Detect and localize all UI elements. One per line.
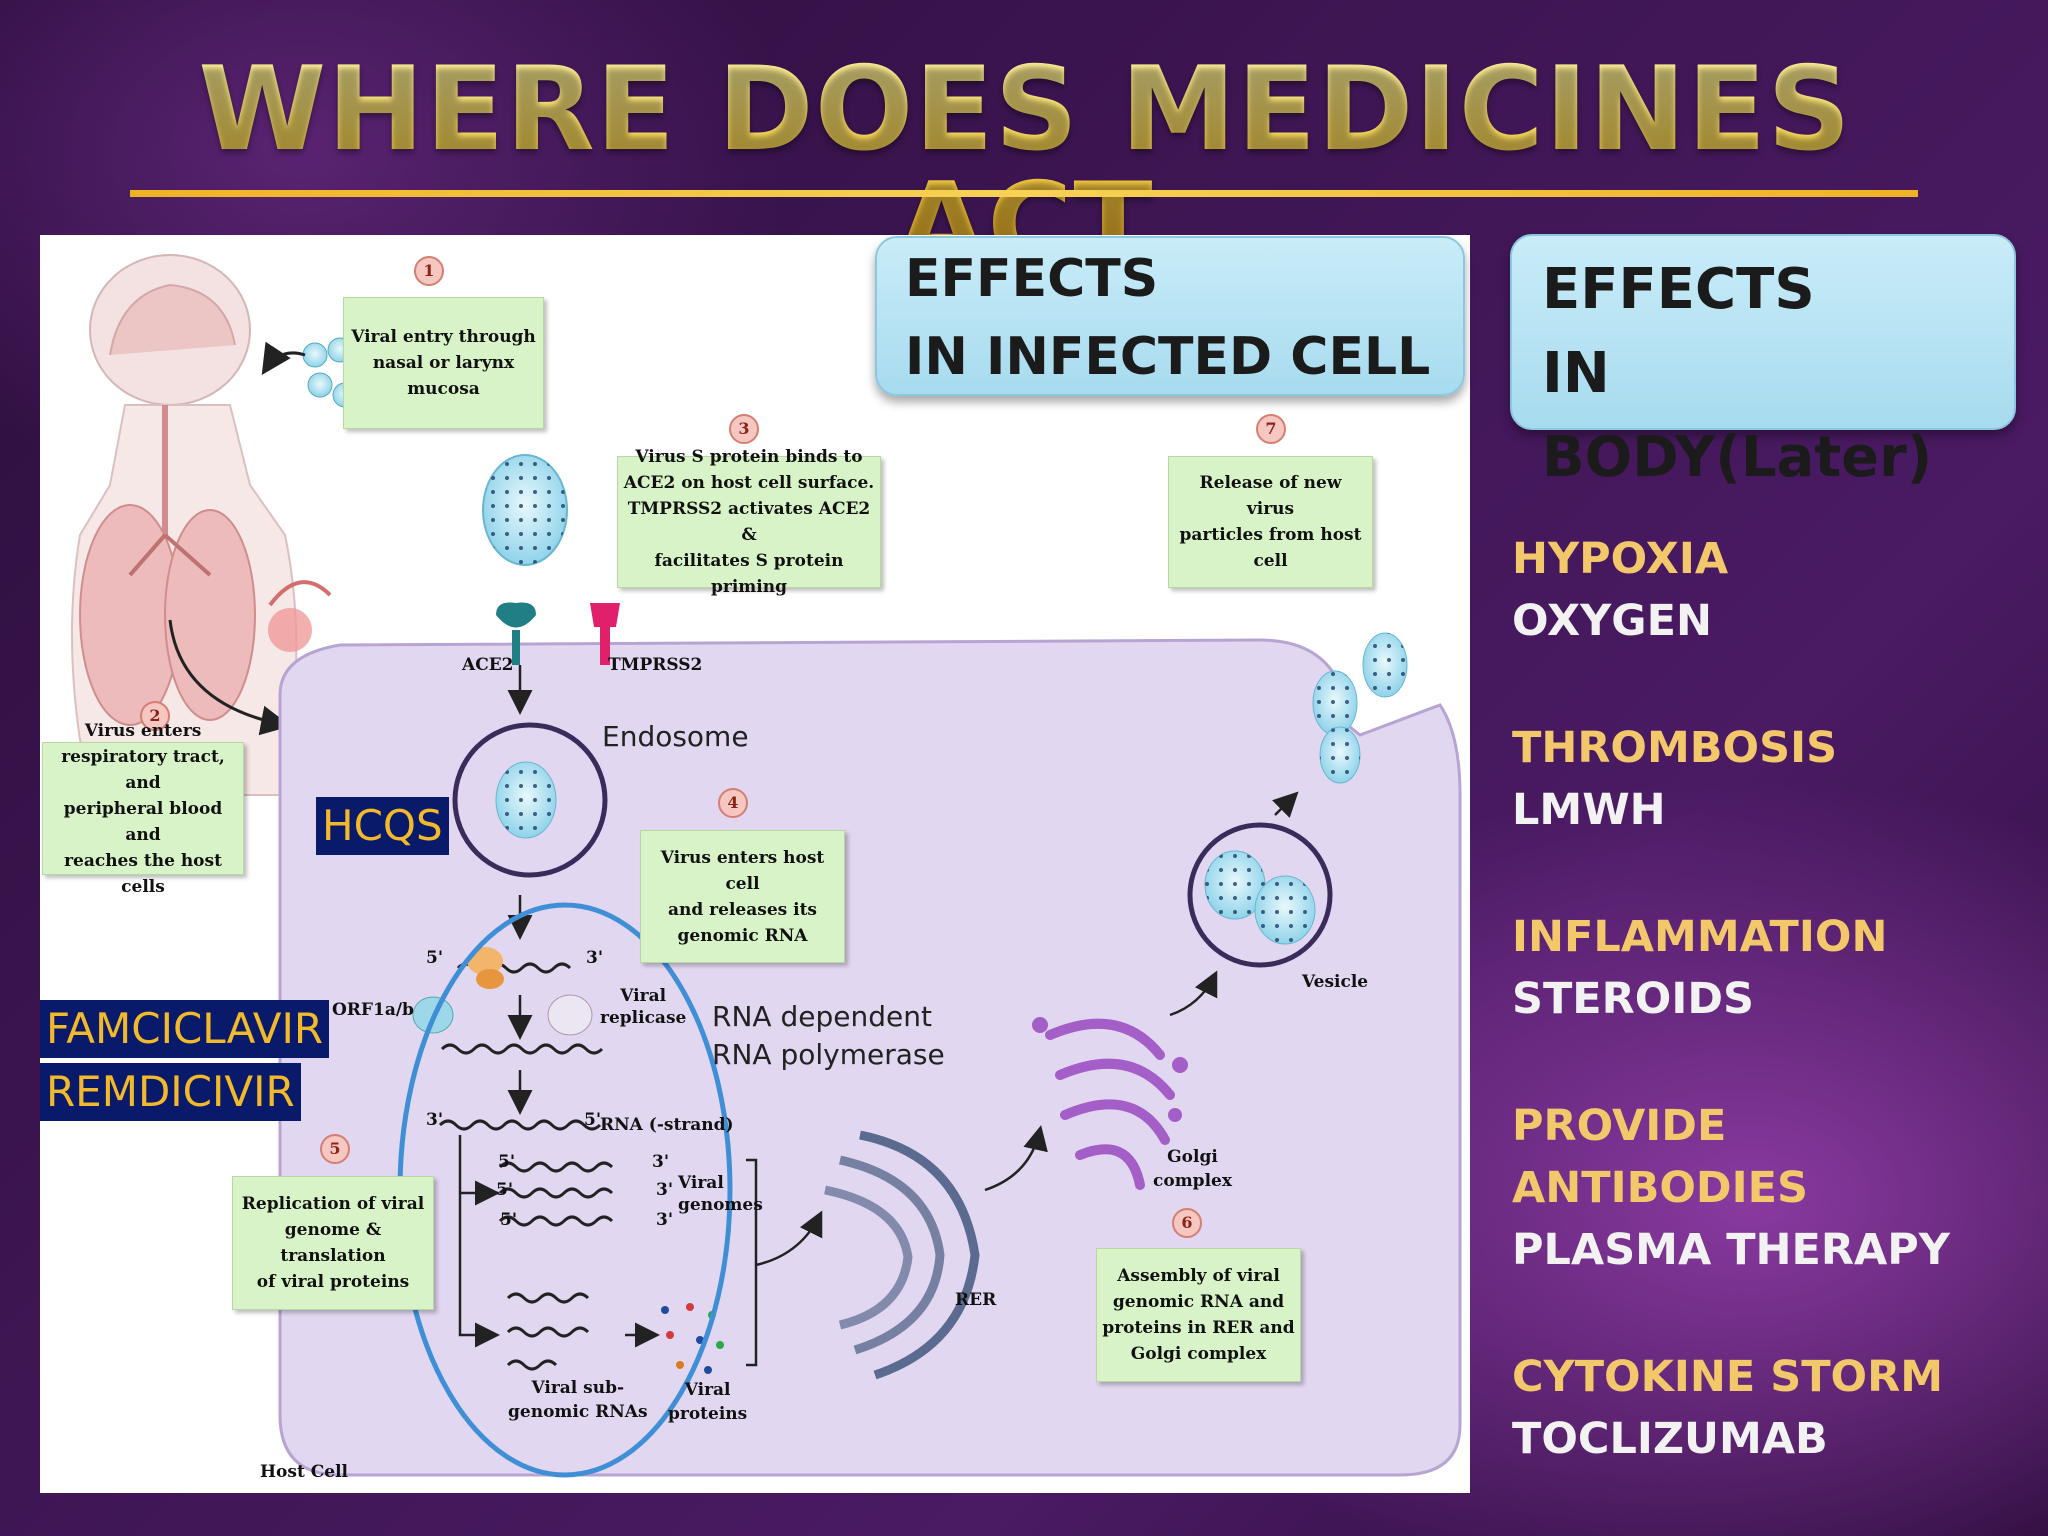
rna-strands xyxy=(438,962,614,1371)
tmprss2-receptor xyxy=(590,603,620,665)
rer-organelle xyxy=(824,1130,980,1380)
effect-condition: HYPOXIA xyxy=(1512,534,1729,584)
step-number-1: 1 xyxy=(414,256,444,286)
effect-condition: THROMBOSIS xyxy=(1512,723,1838,773)
three-prime-label: 3' xyxy=(586,948,604,968)
rer-label: RER xyxy=(955,1290,997,1310)
drug-label-remdicivir: REMDICIVIR xyxy=(40,1063,301,1121)
effect-item-inflammation: INFLAMMATION STEROIDS xyxy=(1512,906,2032,1030)
callout-line-1: EFFECTS xyxy=(905,249,1159,309)
effect-treatment: PLASMA THERAPY xyxy=(1512,1225,1950,1275)
effect-item-cytokine-storm: CYTOKINE STORM TOCLIZUMAB xyxy=(1512,1346,2032,1470)
golgi-complex xyxy=(1032,1017,1188,1190)
three-prime-genome-2: 3' xyxy=(656,1180,674,1200)
five-prime-genome-1: 5' xyxy=(498,1152,516,1172)
human-respiratory-figure xyxy=(71,254,332,796)
step-number-5: 5 xyxy=(320,1134,350,1164)
three-prime-genome-1: 3' xyxy=(652,1152,670,1172)
five-prime-label: 5' xyxy=(426,948,444,968)
vesicle-label: Vesicle xyxy=(1302,972,1369,992)
tmprss2-label: TMPRSS2 xyxy=(608,655,703,675)
effect-item-antibodies: PROVIDE ANTIBODIES PLASMA THERAPY xyxy=(1512,1095,2032,1281)
three-prime-genome-3: 3' xyxy=(656,1210,674,1230)
callout-line-2: IN INFECTED CELL xyxy=(905,327,1431,387)
drug-label-hcqs: HCQS xyxy=(316,797,449,855)
step-number-3: 3 xyxy=(729,414,759,444)
step-number-2: 2 xyxy=(140,701,170,731)
body-effects-list: HYPOXIA OXYGEN THROMBOSIS LMWH INFLAMMAT… xyxy=(1512,528,2032,1535)
step-number-6: 6 xyxy=(1172,1208,1202,1238)
effect-condition: PROVIDE xyxy=(1512,1101,1727,1151)
five-prime-label-rna: 5' xyxy=(584,1110,602,1130)
step-number-4: 4 xyxy=(718,788,748,818)
callout-line-1: EFFECTS xyxy=(1542,257,1815,322)
host-cell-label: Host Cell xyxy=(260,1462,349,1482)
effect-condition: ANTIBODIES xyxy=(1512,1163,1808,1213)
effect-treatment: LMWH xyxy=(1512,785,1666,835)
effect-condition: INFLAMMATION xyxy=(1512,912,1888,962)
effect-condition: CYTOKINE STORM xyxy=(1512,1352,1943,1402)
endosome xyxy=(452,722,608,878)
callout-effects-infected-cell: EFFECTS IN INFECTED CELL xyxy=(875,236,1465,396)
step-number-7: 7 xyxy=(1256,414,1286,444)
callout-effects-body: EFFECTS IN BODY(Later) xyxy=(1510,234,2016,490)
effect-item-hypoxia: HYPOXIA OXYGEN xyxy=(1512,528,2032,652)
title-underline xyxy=(130,190,1918,197)
orf-label: ORF1a/b xyxy=(332,1000,414,1020)
ace2-label: ACE2 xyxy=(462,655,514,675)
slide-title: WHERE DOES MEDICINES ACT xyxy=(130,52,1920,284)
drug-label-famciclavir: FAMCICLAVIR xyxy=(40,1000,330,1058)
endosome-label: Endosome xyxy=(602,720,749,753)
five-prime-genome-3: 5' xyxy=(500,1210,518,1230)
effect-treatment: TOCLIZUMAB xyxy=(1512,1414,1828,1464)
effect-treatment: OXYGEN xyxy=(1512,596,1712,646)
callout-line-2: IN BODY(Later) xyxy=(1542,341,1933,490)
effect-item-thrombosis: THROMBOSIS LMWH xyxy=(1512,717,2032,841)
ace2-receptor xyxy=(496,602,536,665)
effect-treatment: STEROIDS xyxy=(1512,974,1755,1024)
five-prime-genome-2: 5' xyxy=(496,1180,514,1200)
vesicle xyxy=(1187,822,1333,968)
three-prime-label-rna: 3' xyxy=(426,1110,444,1130)
viral-subgenomic-label: Viral sub-genomic RNAs xyxy=(508,1378,648,1422)
rna-minus-strand-label: RNA (-strand) xyxy=(600,1115,734,1135)
